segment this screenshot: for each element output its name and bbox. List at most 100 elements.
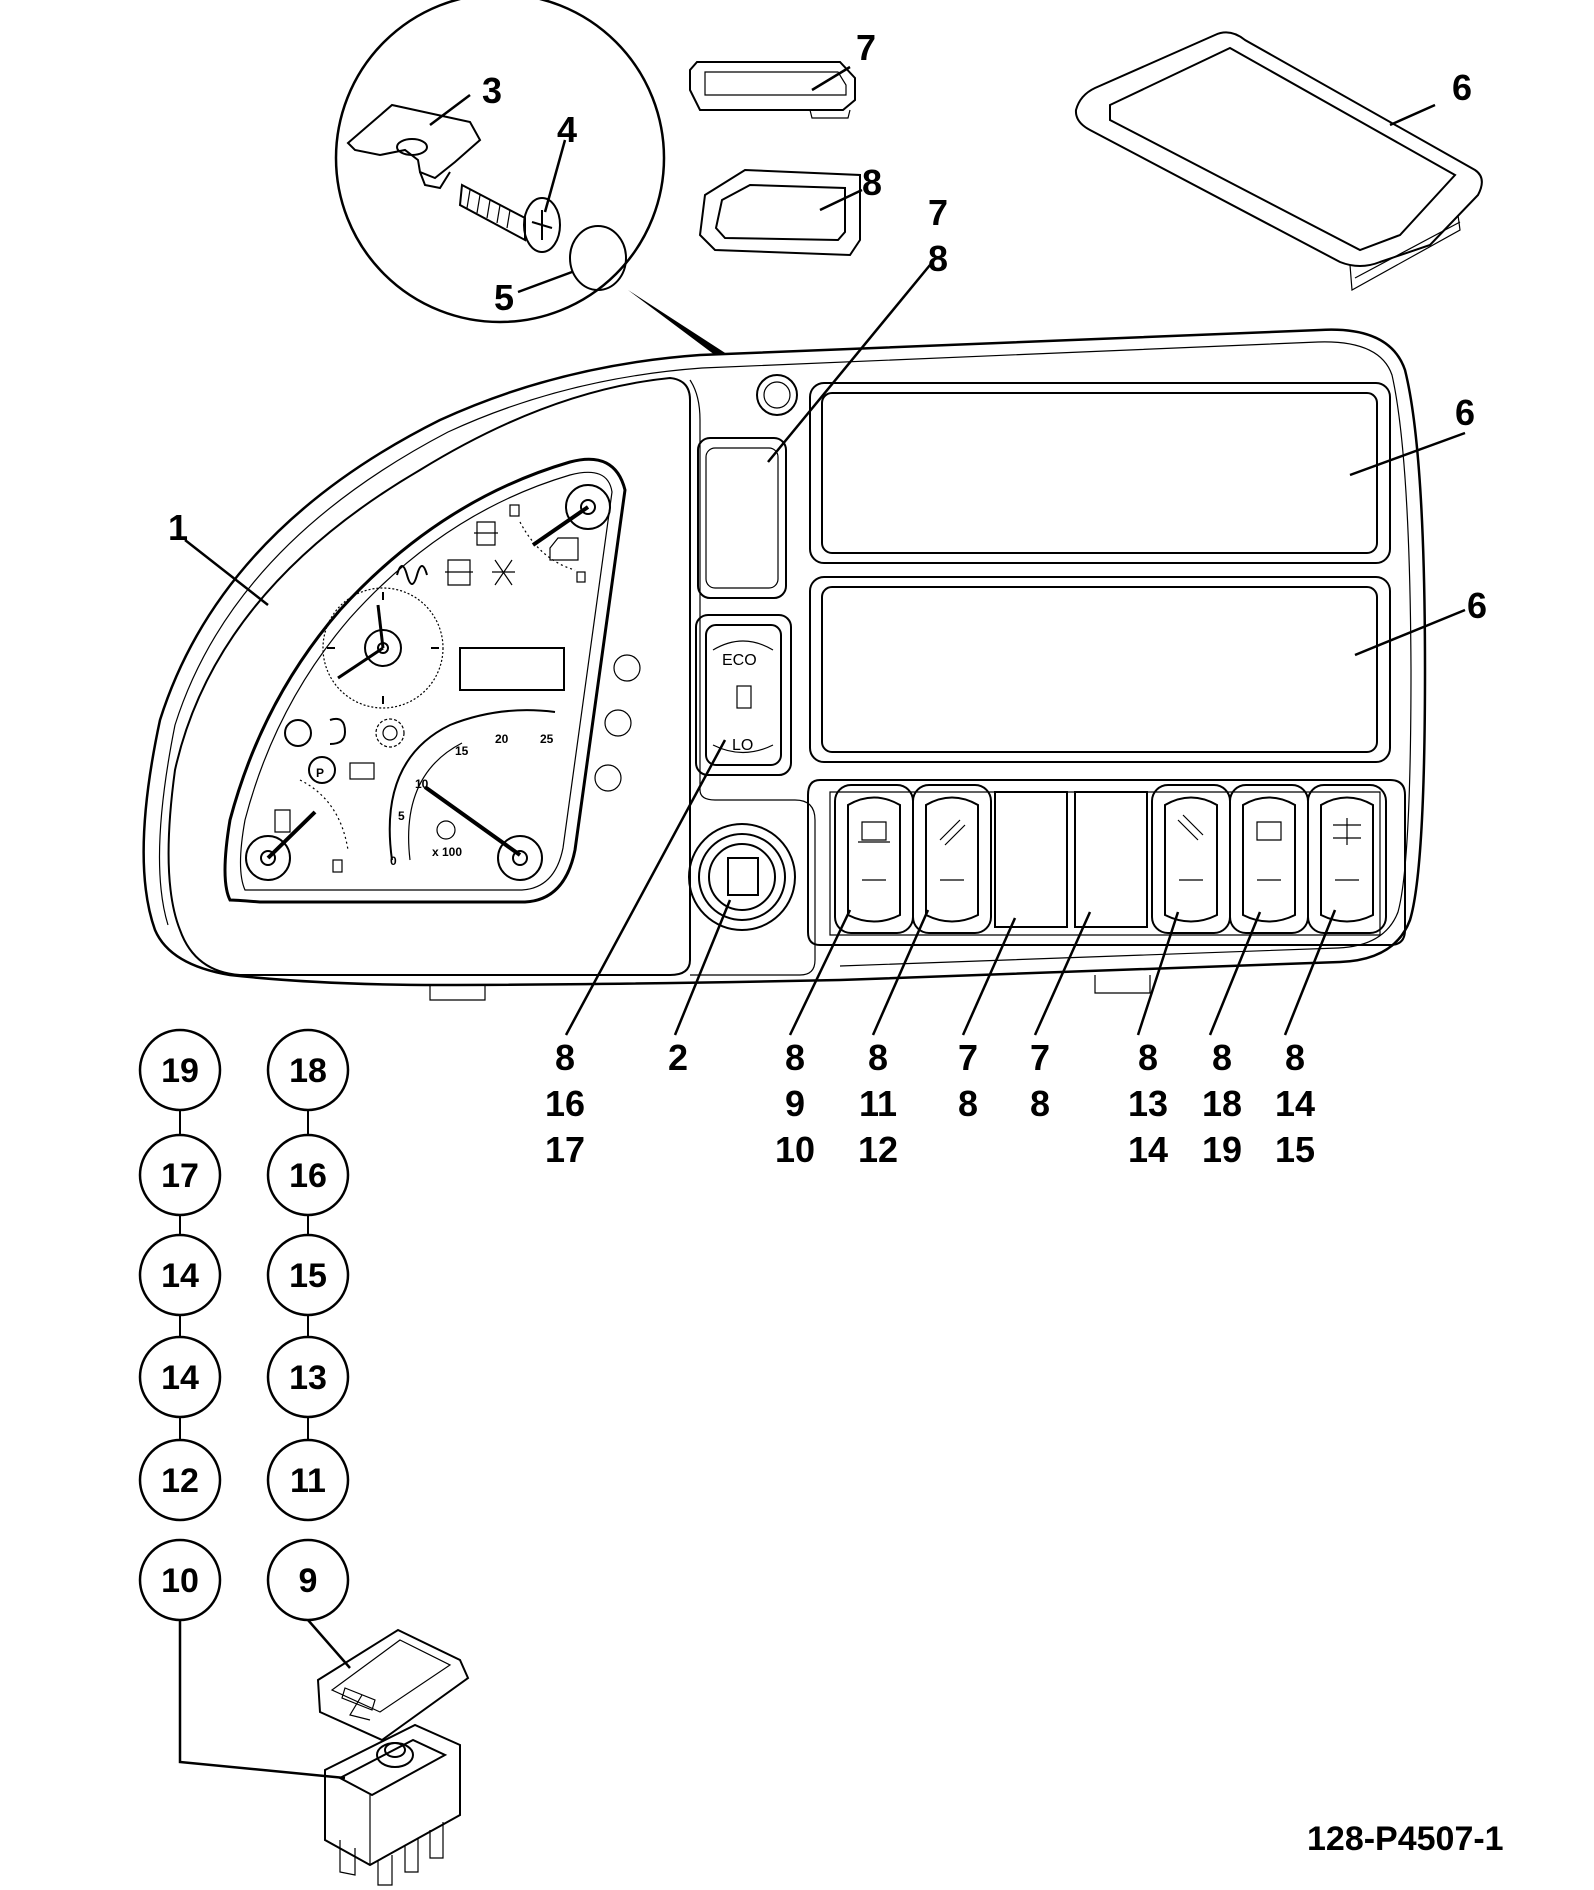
document-reference: 128-P4507-1 <box>1307 1820 1504 1858</box>
tacho-gauge-pivot <box>497 835 543 881</box>
left-column-circle-0: 19 <box>138 1028 222 1112</box>
ignition-key-slot <box>727 857 759 896</box>
svg-text:P: P <box>316 766 324 780</box>
callout-c7a-line-0: 7 <box>856 27 876 68</box>
left-column-circle-1: 17 <box>138 1133 222 1217</box>
callout-s7-line-2: 19 <box>1202 1129 1242 1170</box>
fuel-icon <box>274 809 291 833</box>
callout-c8a-line-0: 8 <box>862 162 882 203</box>
beacon-icon <box>858 821 890 843</box>
display-window-lower <box>809 576 1391 763</box>
axle-icon <box>474 521 498 546</box>
blanking-cap-7 <box>689 61 856 119</box>
temp-needle <box>531 505 590 547</box>
tacho-unit-label: x 100 <box>432 845 462 859</box>
clock-gauge <box>322 587 444 709</box>
blank-slot-right <box>1074 791 1148 928</box>
left-column-circle-3: 14 <box>138 1335 222 1419</box>
right-column-number-5: 9 <box>299 1562 318 1600</box>
tacho-tick-0: 0 <box>390 854 397 868</box>
indicator-icon-info <box>613 654 641 682</box>
warning-icons-mid: P <box>284 717 405 784</box>
callout-s6-line-0: 8 <box>1138 1037 1158 1078</box>
switch-row <box>807 779 1406 946</box>
road-lights-icon <box>1333 818 1361 845</box>
left-column-circle-2: 14 <box>138 1233 222 1317</box>
upper-blank-slot <box>697 437 787 599</box>
exploded-rocker-switch <box>178 1619 470 1886</box>
callout-s8-line-0: 8 <box>1285 1037 1305 1078</box>
gasket-8 <box>698 168 861 257</box>
display-window-upper <box>809 382 1391 564</box>
right-column-number-3: 13 <box>289 1359 327 1397</box>
indicator-icon-down <box>594 764 622 792</box>
lo-label: LO <box>732 737 753 754</box>
callout-s6-line-1: 13 <box>1128 1083 1168 1124</box>
worklight-rear-icon <box>1177 814 1204 841</box>
callout-c4-line-0: 4 <box>557 109 577 150</box>
right-column-circle-5: 9 <box>266 1538 350 1622</box>
fuel-needle <box>266 810 317 860</box>
lcd-display <box>459 647 565 691</box>
callout-s4-line-1: 8 <box>958 1083 978 1124</box>
tacho-tick-25: 25 <box>540 732 554 746</box>
right-column-number-0: 18 <box>289 1052 327 1090</box>
wiper-icon <box>1256 821 1282 841</box>
callout-s8-line-1: 14 <box>1275 1083 1315 1124</box>
callout-s5-line-1: 8 <box>1030 1083 1050 1124</box>
transmission-icon <box>445 559 473 586</box>
callout-s1-line-0: 8 <box>555 1037 575 1078</box>
diff-lock-icon <box>492 559 515 586</box>
tacho-gauge: 0 5 10 15 20 25 x 100 <box>388 709 556 881</box>
ignition-switch <box>688 823 796 931</box>
right-column-circle-0: 18 <box>266 1028 350 1112</box>
rocker-cap <box>316 1628 470 1742</box>
fuel-gauge <box>245 779 349 881</box>
right-column-circle-1: 16 <box>266 1133 350 1217</box>
callout-c78-line-1: 8 <box>928 238 948 279</box>
left-column-number-4: 12 <box>161 1462 199 1500</box>
warning-icons-top <box>396 521 579 586</box>
right-column-circle-2: 15 <box>266 1233 350 1317</box>
hydraulic-temp-icon <box>549 537 579 561</box>
callout-c6b-line-0: 6 <box>1467 585 1487 626</box>
engine-icon <box>284 719 312 747</box>
left-column-number-3: 14 <box>161 1359 199 1397</box>
callout-c6c-line-0: 6 <box>1452 67 1472 108</box>
left-column-circle-4: 12 <box>138 1438 222 1522</box>
callout-s2-line-1: 9 <box>785 1083 805 1124</box>
callout-c78-line-0: 7 <box>928 192 948 233</box>
callout-s2-line-2: 10 <box>775 1129 815 1170</box>
callout-s6-line-2: 14 <box>1128 1129 1168 1170</box>
callout-c6a-line-0: 6 <box>1455 392 1475 433</box>
screw-part <box>458 183 561 253</box>
leader-lines <box>184 65 1466 1036</box>
glow-plug-icon <box>396 565 428 585</box>
callout-s1-line-1: 16 <box>545 1083 585 1124</box>
left-column-number-2: 14 <box>161 1257 199 1295</box>
fuel-gauge-pivot <box>245 835 291 881</box>
callout-c2-line-0: 2 <box>668 1037 688 1078</box>
callout-c1-line-0: 1 <box>168 507 188 548</box>
left-column-circle-5: 10 <box>138 1538 222 1622</box>
left-column-number-5: 10 <box>161 1562 199 1600</box>
battery-icon <box>349 762 375 780</box>
right-column-circle-4: 11 <box>266 1438 350 1522</box>
rocker-switch-worklight-front <box>912 784 992 934</box>
eco-mode-icon <box>736 685 752 709</box>
callout-s3-line-0: 8 <box>868 1037 888 1078</box>
switch-body <box>324 1723 461 1886</box>
callout-c3-line-0: 3 <box>482 70 502 111</box>
gear-service-icon <box>375 718 405 748</box>
tacho-tick-20: 20 <box>495 732 509 746</box>
part-number-circles: 19 17 14 14 12 10 18 16 15 13 11 9 <box>138 1028 350 1622</box>
dpf-icon <box>329 717 347 745</box>
right-column-number-1: 16 <box>289 1157 327 1195</box>
left-column-number-1: 17 <box>161 1157 199 1195</box>
callout-s8-line-2: 15 <box>1275 1129 1315 1170</box>
parking-brake-icon <box>308 756 336 784</box>
callout-labels: 1234566678788161789108111278788131481819… <box>168 27 1487 1170</box>
callout-s7-line-0: 8 <box>1212 1037 1232 1078</box>
